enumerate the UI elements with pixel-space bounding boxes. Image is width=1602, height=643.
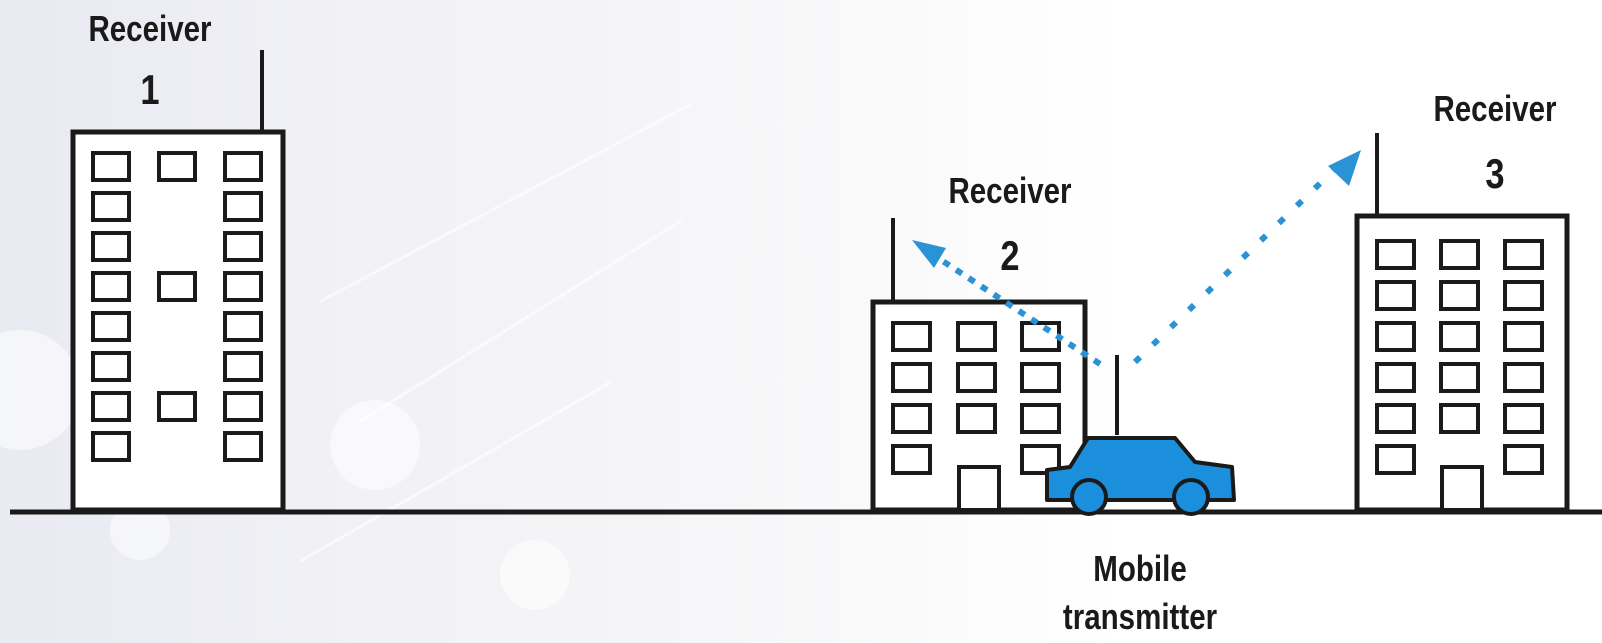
window xyxy=(893,323,930,350)
window xyxy=(1022,323,1059,350)
window xyxy=(159,153,195,180)
transmitter-label-line1: Mobile xyxy=(1058,548,1222,590)
receiver-1-number: 1 xyxy=(109,66,191,114)
window xyxy=(1441,364,1478,391)
window xyxy=(1441,282,1478,309)
window xyxy=(893,405,930,432)
window xyxy=(1505,405,1542,432)
window xyxy=(93,233,129,260)
arrowhead-left-icon xyxy=(912,240,946,268)
receiver-3-title: Receiver xyxy=(1417,88,1573,130)
window xyxy=(225,393,261,420)
window xyxy=(93,393,129,420)
signal-path-to-receiver-3 xyxy=(1135,150,1361,362)
car-wheel xyxy=(1072,480,1106,514)
window xyxy=(225,233,261,260)
window xyxy=(93,313,129,340)
car-wheel xyxy=(1174,480,1208,514)
receiver-1-title: Receiver xyxy=(76,8,224,50)
window xyxy=(1505,323,1542,350)
window xyxy=(1377,282,1414,309)
window xyxy=(225,153,261,180)
window xyxy=(958,364,995,391)
window xyxy=(1441,241,1478,268)
window xyxy=(1505,364,1542,391)
window xyxy=(159,393,195,420)
window xyxy=(93,153,129,180)
window xyxy=(1022,405,1059,432)
window xyxy=(93,353,129,380)
window xyxy=(1377,405,1414,432)
building-1 xyxy=(73,50,283,510)
building-2-door xyxy=(959,467,999,510)
window xyxy=(1377,323,1414,350)
window xyxy=(225,193,261,220)
window xyxy=(893,364,930,391)
window xyxy=(1377,446,1414,473)
window xyxy=(1441,405,1478,432)
window xyxy=(1441,323,1478,350)
window xyxy=(1377,241,1414,268)
receiver-2-number: 2 xyxy=(969,232,1051,280)
window xyxy=(893,446,930,473)
transmitter-label-line2: transmitter xyxy=(1033,596,1246,638)
window xyxy=(225,273,261,300)
window xyxy=(93,273,129,300)
window xyxy=(93,193,129,220)
window xyxy=(1022,364,1059,391)
building-3-door xyxy=(1442,467,1482,510)
window xyxy=(225,353,261,380)
window xyxy=(159,273,195,300)
window xyxy=(1505,282,1542,309)
window xyxy=(93,433,129,460)
window xyxy=(1505,241,1542,268)
window xyxy=(958,323,995,350)
window xyxy=(1377,364,1414,391)
arrowhead-right-icon xyxy=(1328,150,1361,186)
receiver-3-number: 3 xyxy=(1454,150,1536,198)
window xyxy=(225,313,261,340)
window xyxy=(958,405,995,432)
receiver-2-title: Receiver xyxy=(936,170,1084,212)
window xyxy=(1505,446,1542,473)
window xyxy=(225,433,261,460)
